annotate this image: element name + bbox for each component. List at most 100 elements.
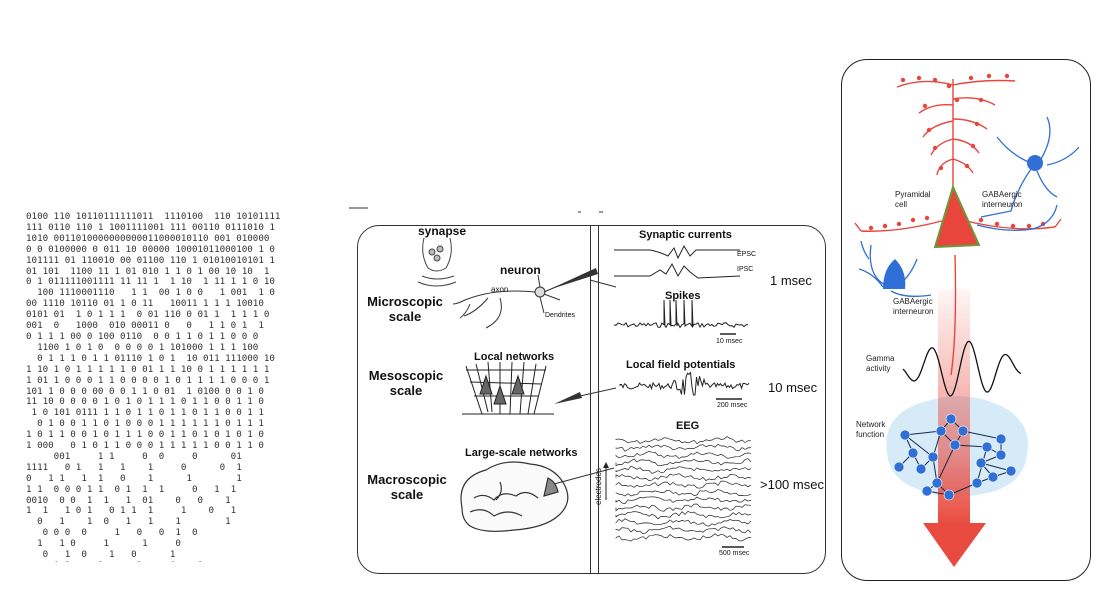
spine-head — [938, 165, 944, 171]
network-node — [935, 425, 947, 437]
spine-head — [882, 223, 888, 229]
spine-head — [970, 143, 976, 149]
meso-scale-label: Mesoscopic scale — [368, 368, 444, 398]
network-node — [995, 433, 1007, 445]
pyramidal-soma — [933, 184, 981, 249]
spine-head — [896, 221, 902, 227]
network-node — [927, 451, 939, 463]
interneuron-upper-soma — [1027, 155, 1043, 171]
synaptic-currents-title: Synaptic currents — [639, 229, 732, 241]
interneuron-lower — [858, 240, 932, 297]
eeg-trace-line — [615, 465, 752, 474]
network-node — [943, 489, 955, 501]
network-node — [949, 439, 961, 451]
lfp-electrode — [554, 392, 582, 404]
spine-head — [868, 225, 874, 231]
large-networks-label: Large-scale networks — [465, 447, 578, 459]
epsc-label: EPSC — [737, 251, 757, 258]
macro-scale-label: Macroscopic scale — [367, 472, 447, 502]
lfp-title: Local field potentials — [626, 359, 736, 371]
eeg-trace-line — [615, 473, 752, 482]
gaba-interneuron-label-2: GABAergic interneuron — [893, 297, 934, 316]
spine-head — [978, 217, 984, 223]
binary-text: 0100 110 10110111111011 1110100 110 1010… — [26, 212, 281, 562]
gaba-interneuron-label-1: GABAergic interneuron — [982, 190, 1023, 209]
spine-head — [994, 221, 1000, 227]
micro-scale-label: Microscopic scale — [367, 294, 443, 324]
spine-head — [1010, 223, 1016, 229]
spine-head — [932, 77, 938, 83]
network-node — [893, 461, 905, 473]
epsc-trace — [614, 244, 740, 260]
local-networks-label: Local networks — [474, 351, 555, 363]
spine-head — [1004, 73, 1010, 79]
spine-head — [922, 103, 928, 109]
gamma-wave — [902, 340, 1022, 397]
eeg-electrode-lead — [553, 467, 615, 485]
cortical-circuit-drawings — [854, 73, 1080, 567]
spine-head — [986, 73, 992, 79]
spine-head — [964, 163, 970, 169]
lfp-scale-label: 200 msec — [717, 402, 748, 409]
spikes-scale-label: 10 msec — [716, 338, 743, 345]
neuron-illustration — [452, 274, 561, 329]
eeg-trace-line — [615, 458, 752, 467]
network-node — [957, 425, 969, 437]
multiscale-right-panel — [590, 225, 826, 574]
neuron-electrode-lead — [589, 279, 617, 288]
eeg-trace-line — [615, 436, 752, 445]
spine-head — [916, 75, 922, 81]
spike-trace — [613, 299, 749, 329]
time-label-3: >100 msec — [760, 477, 824, 492]
local-network-illustration — [462, 361, 554, 415]
eeg-trace-line — [615, 503, 752, 512]
spikes-title: Spikes — [665, 290, 701, 302]
eeg-trace-line — [615, 489, 752, 497]
eeg-trace-line — [615, 451, 752, 459]
eeg-trace-line — [615, 510, 752, 520]
network-edge — [954, 444, 988, 448]
network-edge — [904, 434, 934, 458]
spine-head — [926, 127, 932, 133]
spine-head — [932, 145, 938, 151]
spine-head — [1026, 223, 1032, 229]
time-label-1: 1 msec — [770, 273, 812, 288]
ipsc-label: IPSC — [737, 266, 754, 273]
signal-arrow-head — [923, 523, 986, 567]
dendrites-label: Dendrites — [545, 312, 575, 319]
network-nodes — [893, 413, 1017, 501]
network-function-label: Network function — [856, 420, 886, 439]
neuron-label: neuron — [500, 263, 541, 277]
ipsc-trace — [614, 262, 741, 279]
brain-illustration — [460, 461, 569, 532]
small-divider-left — [349, 207, 368, 209]
interneuron-upper — [976, 116, 1080, 231]
axon-label: axon — [491, 285, 509, 294]
spine-head — [954, 97, 960, 103]
cortical-circuit-panel — [841, 59, 1091, 581]
network-node — [899, 429, 911, 441]
lfp-trace — [619, 371, 750, 396]
binary-stream: 0100 110 10110111111011 1110100 110 1010… — [26, 212, 332, 562]
multiscale-left-panel — [357, 225, 599, 574]
electrodes-arrow-head — [603, 462, 609, 468]
spine-head — [900, 77, 906, 83]
network-node — [915, 463, 927, 475]
small-divider-right — [599, 211, 603, 213]
eeg-trace-line — [615, 525, 752, 535]
spine-head — [924, 215, 930, 221]
synapse-label: synapse — [418, 224, 467, 238]
spine-head — [974, 121, 980, 127]
spine-head — [968, 75, 974, 81]
eeg-trace-line — [615, 443, 752, 452]
network-edge — [962, 430, 1002, 440]
network-node — [975, 457, 987, 469]
gamma-activity-label: Gamma activity — [866, 354, 895, 373]
eeg-title: EEG — [676, 420, 700, 432]
eeg-trace-line — [615, 496, 752, 505]
spine-head — [910, 217, 916, 223]
spine-head — [978, 97, 984, 103]
network-node — [907, 447, 919, 459]
network-edge — [904, 430, 942, 436]
